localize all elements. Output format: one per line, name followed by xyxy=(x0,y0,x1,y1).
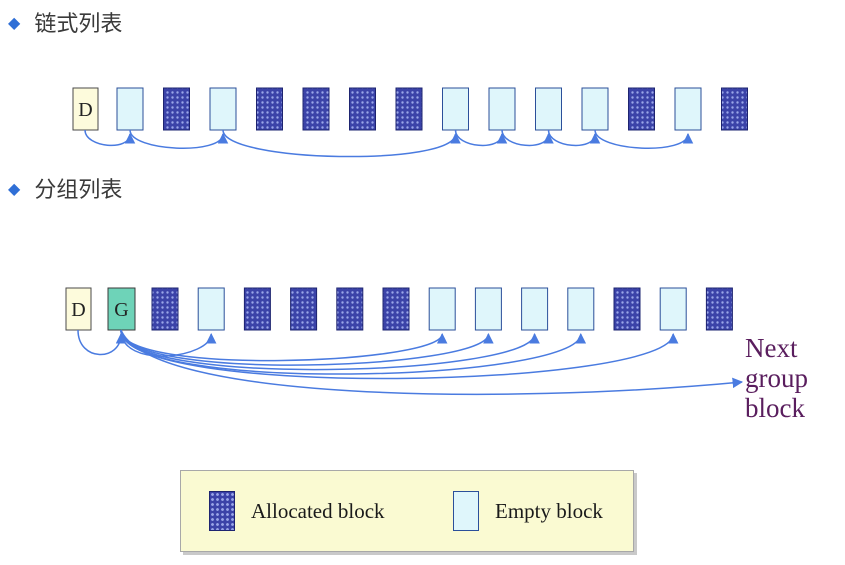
allocated-block xyxy=(151,287,179,331)
head-pointer-block xyxy=(65,287,92,331)
empty-block xyxy=(197,287,225,331)
empty-block-label: Empty block xyxy=(495,498,603,523)
empty-block xyxy=(535,87,562,131)
linked-list-arrows xyxy=(84,129,694,158)
next-pointer-arrow xyxy=(454,129,508,147)
group-block-label: G xyxy=(114,299,128,321)
linked-list-blocks xyxy=(116,87,748,131)
grouped-list-title: 分组列表 xyxy=(34,178,123,203)
allocated-block xyxy=(336,287,364,331)
next-pointer-arrow xyxy=(84,129,136,147)
allocated-block xyxy=(382,287,410,331)
next-pointer-arrow xyxy=(120,329,540,371)
linked-list-heading: ◆ 链式列表 xyxy=(8,6,122,38)
head-pointer-label: D xyxy=(78,99,92,121)
next-group-block-label: Next group block xyxy=(745,333,808,423)
empty-block xyxy=(474,287,502,331)
allocated-block xyxy=(349,87,376,131)
empty-block xyxy=(521,287,549,331)
empty-block xyxy=(674,87,702,131)
allocated-block xyxy=(613,287,641,331)
head-pointer-label: D xyxy=(71,299,85,321)
allocated-block xyxy=(628,87,655,131)
allocated-block-label: Allocated block xyxy=(251,498,385,523)
allocated-block xyxy=(256,87,283,131)
diamond-bullet-icon: ◆ xyxy=(8,178,21,198)
next-pointer-arrow xyxy=(120,329,448,362)
empty-block xyxy=(428,287,456,331)
next-pointer-arrow xyxy=(120,329,744,396)
next-pointer-arrow xyxy=(77,329,127,356)
group-block xyxy=(107,287,136,331)
linked-list-title: 链式列表 xyxy=(34,12,123,37)
grouped-list-arrows xyxy=(77,329,744,396)
next-pointer-arrow xyxy=(547,129,601,147)
empty-block xyxy=(567,287,595,331)
next-pointer-arrow xyxy=(501,129,554,147)
next-group-label-line: block xyxy=(745,393,805,423)
allocated-block-swatch xyxy=(209,491,235,531)
next-pointer-arrow xyxy=(120,329,217,357)
next-pointer-arrow xyxy=(129,129,229,149)
allocated-block xyxy=(721,87,748,131)
empty-block xyxy=(488,87,516,131)
allocated-block xyxy=(302,87,330,131)
legend-box: Allocated block Empty block xyxy=(180,470,634,552)
legend-allocated-item: Allocated block xyxy=(209,491,385,531)
next-pointer-arrow xyxy=(594,129,694,149)
allocated-block xyxy=(243,287,271,331)
allocated-block xyxy=(395,87,423,131)
empty-block xyxy=(581,87,609,131)
grouped-list-blocks xyxy=(151,287,733,331)
diamond-bullet-icon: ◆ xyxy=(8,12,21,32)
grouped-list-heading: ◆ 分组列表 xyxy=(8,172,122,204)
allocated-block xyxy=(290,287,318,331)
allocated-block xyxy=(163,87,190,131)
next-pointer-arrow xyxy=(120,329,679,380)
empty-block xyxy=(116,87,144,131)
empty-block xyxy=(442,87,469,131)
empty-block xyxy=(209,87,237,131)
allocated-block xyxy=(705,287,733,331)
next-group-label-line: group xyxy=(745,363,808,393)
empty-block-swatch xyxy=(453,491,479,531)
next-pointer-arrow xyxy=(120,329,494,366)
legend-empty-item: Empty block xyxy=(453,491,603,531)
empty-block xyxy=(659,287,687,331)
next-group-label-line: Next xyxy=(745,333,798,363)
next-pointer-arrow xyxy=(222,129,461,158)
